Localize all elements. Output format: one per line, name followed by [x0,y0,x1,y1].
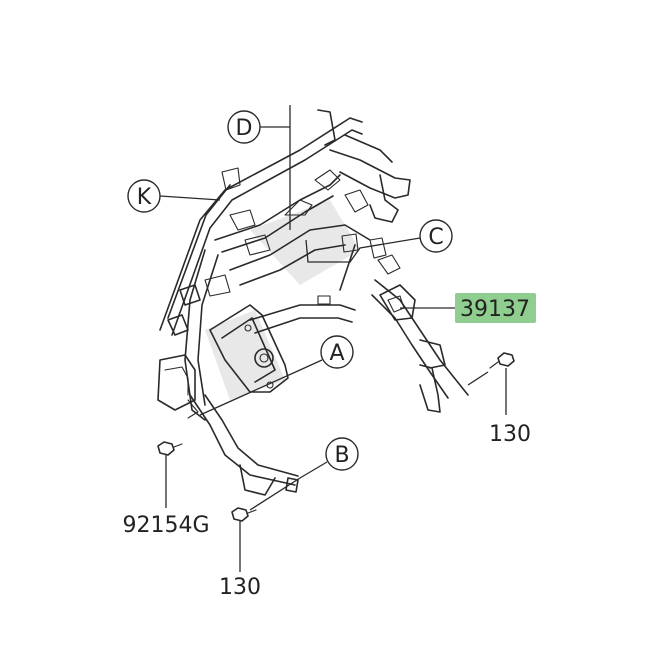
callout-D[interactable]: D [227,110,261,144]
frame-drawing [157,109,515,522]
part-39137-label: 39137 [460,297,530,322]
callout-D-label: D [236,116,253,141]
callout-C[interactable]: C [419,219,453,253]
callout-K[interactable]: K [127,179,161,213]
bolt-92154G-icon [157,441,183,456]
callout-B-label: B [334,443,349,468]
bolt-130-bottom-icon [231,507,257,522]
callout-A[interactable]: A [320,335,354,369]
leader-lines [159,105,507,572]
bolt-130-right-icon [489,352,515,369]
callout-C-label: C [428,225,443,250]
callout-A-label: A [329,341,344,366]
callout-K-label: K [137,185,152,210]
part-39137[interactable]: 39137 [455,293,536,323]
part-130-bottom-label[interactable]: 130 [219,575,261,600]
callout-B[interactable]: B [325,437,359,471]
part-92154G-label[interactable]: 92154G [122,513,209,538]
part-130-right-label[interactable]: 130 [489,422,531,447]
